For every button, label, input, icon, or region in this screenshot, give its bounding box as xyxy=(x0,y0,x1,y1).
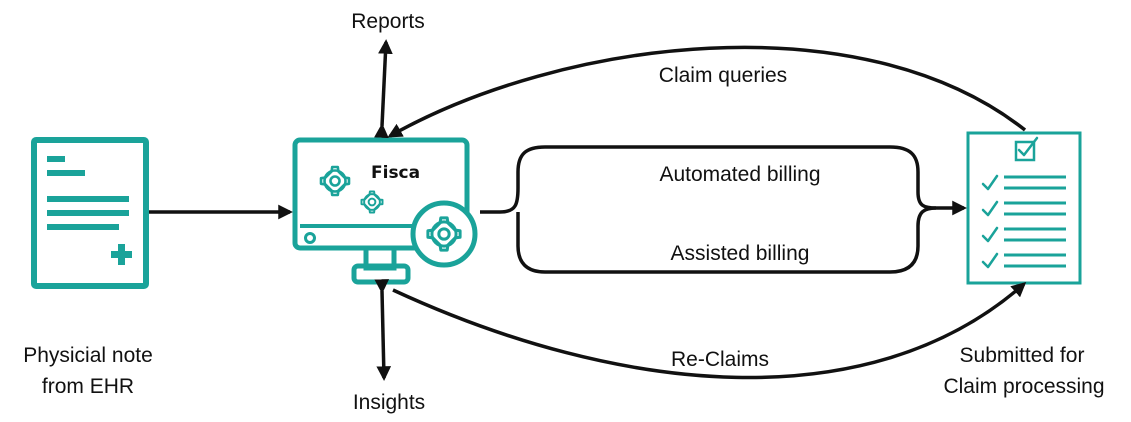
billing-brace xyxy=(480,145,967,274)
claim-caption-line2: Claim processing xyxy=(943,375,1104,398)
claim-caption-line1: Submitted for xyxy=(960,344,1085,367)
re-claims-arrow xyxy=(392,282,1027,380)
monitor-gears-icon xyxy=(292,137,478,285)
reports-label: Reports xyxy=(351,10,425,33)
assisted-billing-label: Assisted billing xyxy=(671,242,810,265)
clinical-note-icon xyxy=(31,137,149,289)
ehr-caption-line1: Physicial note xyxy=(23,344,153,367)
reports-arrow xyxy=(374,39,393,139)
automated-billing-label: Automated billing xyxy=(659,163,820,186)
insights-label: Insights xyxy=(353,391,425,414)
re-claims-label: Re-Claims xyxy=(671,348,769,371)
ehr-caption-line2: from EHR xyxy=(42,375,134,398)
claim-queries-arrow xyxy=(387,45,1027,138)
insights-arrow xyxy=(374,279,392,381)
fisca-title: Fisca xyxy=(371,163,420,183)
gear-icon xyxy=(360,190,384,214)
claim-queries-label: Claim queries xyxy=(659,64,787,87)
checklist-document-icon xyxy=(966,131,1082,285)
gear-icon xyxy=(319,165,351,197)
